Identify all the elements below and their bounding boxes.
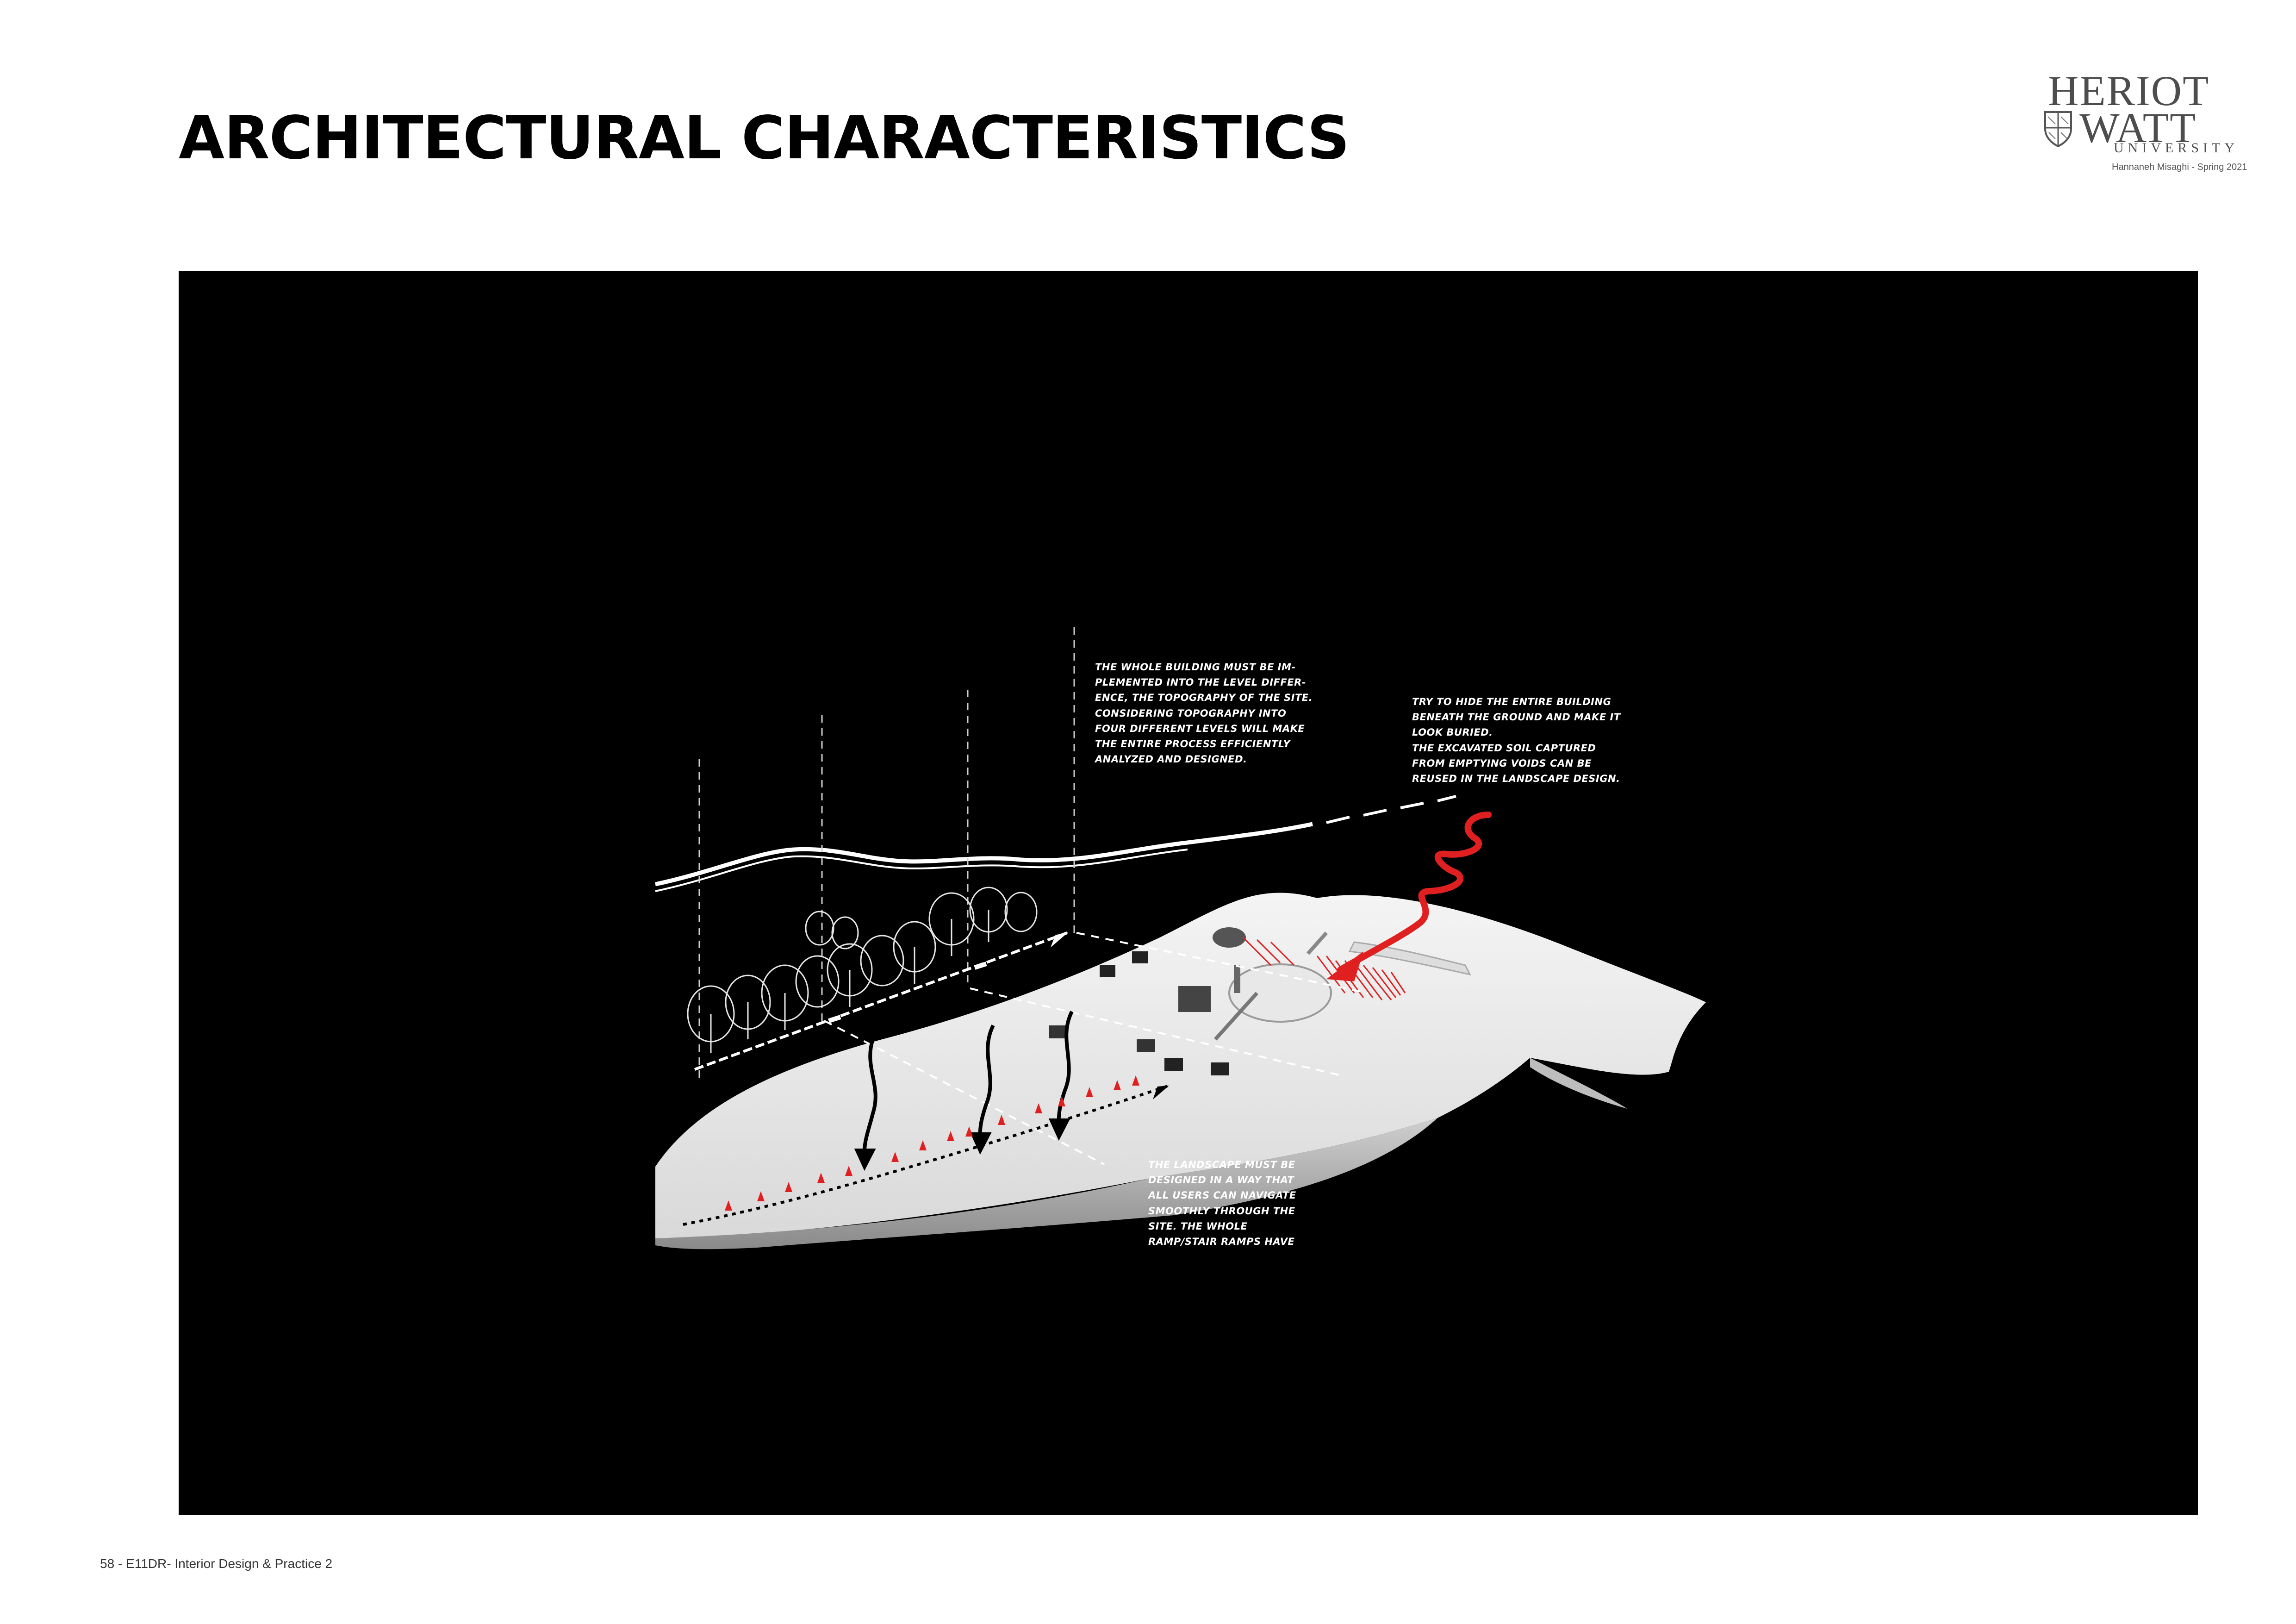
note-levels: The whole building must be im- plemented… — [1095, 660, 1313, 767]
site-diagram-panel: The whole building must be im- plemented… — [179, 271, 2198, 1515]
note-landscape: The landscape must be designed in a way … — [1148, 1157, 1296, 1249]
page-title: ARCHITECTURAL CHARACTERISTICS — [179, 109, 1349, 168]
logo-line-university: UNIVERSITY — [2114, 140, 2239, 156]
university-logo: HERIOT WATT UNIVERSITY Hannaneh Misaghi … — [2043, 69, 2205, 185]
site-axonometric-drawing — [179, 271, 2198, 1515]
logo-credit: Hannaneh Misaghi - Spring 2021 — [2112, 162, 2247, 173]
page-footer: 58 - E11DR- Interior Design & Practice 2 — [100, 1556, 332, 1571]
note-buried: Try to hide the entire building beneath … — [1412, 694, 1621, 787]
shield-crest-icon — [2043, 110, 2073, 147]
horizon-lines — [655, 796, 1456, 891]
